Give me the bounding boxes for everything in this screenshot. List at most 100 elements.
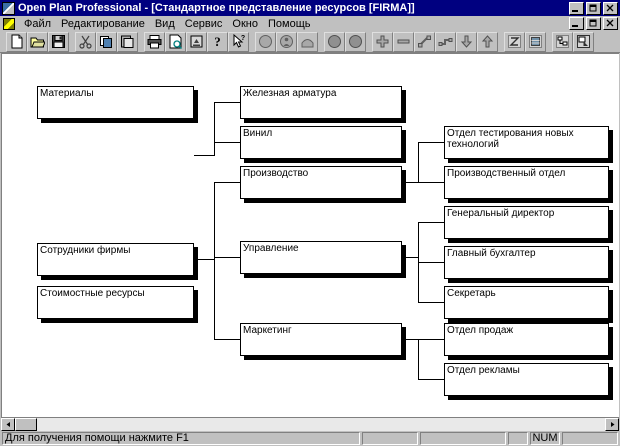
node-body: [444, 166, 609, 199]
new-document-icon[interactable]: [6, 31, 27, 52]
resource-shape-icon[interactable]: [297, 31, 318, 52]
toolbar: ? ?: [0, 31, 620, 53]
svg-text:?: ?: [241, 35, 245, 42]
menu-item-edit[interactable]: Редактирование: [61, 17, 145, 30]
menu-bar: Файл Редактирование Вид Сервис Окно Помо…: [0, 16, 620, 32]
add-plus-icon[interactable]: [372, 31, 393, 52]
connector-materialy-vinil: [214, 142, 240, 143]
move-up-icon[interactable]: [477, 31, 498, 52]
node-proizvodstvennyy-otdel[interactable]: Производственный отдел: [444, 166, 613, 203]
status-num-indicator: NUM: [530, 432, 560, 445]
node-marketing[interactable]: Маркетинг: [240, 323, 406, 360]
node-otdel-testirovaniya[interactable]: Отдел тестирования новых технологий: [444, 126, 613, 163]
close-button[interactable]: [603, 1, 618, 15]
node-sekretar[interactable]: Секретарь: [444, 286, 613, 323]
node-body: [240, 166, 402, 199]
child-close-button[interactable]: [603, 17, 618, 30]
link-icon[interactable]: [414, 31, 435, 52]
print-preview-icon[interactable]: [165, 31, 186, 52]
cut-scissors-icon[interactable]: [75, 31, 96, 52]
resource-person-icon[interactable]: [276, 31, 297, 52]
connector-sotrudniki-trunk: [214, 182, 215, 340]
node-otdel-prodazh[interactable]: Отдел продаж: [444, 323, 613, 360]
scrollbar-thumb[interactable]: [15, 418, 37, 431]
node-label: Отдел тестирования новых технологий: [447, 128, 574, 150]
org-chart: Материалы Сотрудники фирмы Стоимостные р…: [2, 54, 619, 417]
print-icon[interactable]: [144, 31, 165, 52]
connector-upravlenie-director: [418, 222, 444, 223]
node-generalnyy-direktor[interactable]: Генеральный директор: [444, 206, 613, 243]
filled-circle-icon[interactable]: [324, 31, 345, 52]
minimize-button[interactable]: [569, 1, 584, 15]
help-pointer-icon[interactable]: ?: [228, 31, 249, 52]
node-body: [240, 126, 402, 159]
status-panel-4: [562, 432, 618, 445]
menu-item-window[interactable]: Окно: [232, 17, 258, 30]
status-bar: Для получения помощи нажмите F1 NUM: [0, 431, 620, 446]
menu-item-file[interactable]: Файл: [24, 17, 52, 30]
layout-icon[interactable]: [552, 31, 573, 52]
paste-icon[interactable]: [117, 31, 138, 52]
resource-circle-icon[interactable]: [255, 31, 276, 52]
node-otdel-reklamy[interactable]: Отдел рекламы: [444, 363, 613, 400]
node-proizvodstvo[interactable]: Производство: [240, 166, 406, 203]
scroll-left-arrow-icon[interactable]: [1, 418, 15, 431]
diagram-canvas[interactable]: Материалы Сотрудники фирмы Стоимостные р…: [1, 53, 619, 417]
node-label: Материалы: [40, 88, 94, 99]
connector-sotrudniki-proizvodstvo: [214, 182, 240, 183]
zigzag-icon[interactable]: [504, 31, 525, 52]
connector-materialy-trunk: [214, 102, 215, 156]
horizontal-scrollbar[interactable]: [1, 417, 619, 431]
scrollbar-track[interactable]: [15, 418, 605, 431]
node-body: [444, 286, 609, 319]
filled-circle-2-icon[interactable]: [345, 31, 366, 52]
table-view-icon[interactable]: [525, 31, 546, 52]
step-icon[interactable]: [435, 31, 456, 52]
child-restore-button[interactable]: [586, 17, 601, 30]
connector-proizvodstvo-trunk: [418, 142, 419, 183]
title-bar[interactable]: Open Plan Professional - [Стандартное пр…: [0, 0, 620, 16]
connector-sotrudniki-upravlenie: [214, 257, 240, 258]
copy-icon[interactable]: [96, 31, 117, 52]
node-body: [240, 86, 402, 119]
zoom-box-icon[interactable]: [573, 31, 594, 52]
node-sotrudniki-firmy[interactable]: Сотрудники фирмы: [37, 243, 198, 280]
connector-marketing-prodazh: [418, 339, 444, 340]
window-title: Open Plan Professional - [Стандартное пр…: [18, 2, 415, 14]
sort-icon[interactable]: [186, 31, 207, 52]
menu-item-help[interactable]: Помощь: [267, 17, 311, 30]
mdi-document-icon[interactable]: [3, 17, 15, 30]
connector-marketing-reklamy: [418, 379, 444, 380]
app-window-icon: [2, 1, 15, 15]
node-body: [240, 241, 402, 274]
move-down-icon[interactable]: [456, 31, 477, 52]
menu-item-tools[interactable]: Сервис: [184, 17, 223, 30]
node-label: Отдел продаж: [447, 325, 514, 336]
restore-button[interactable]: [586, 1, 601, 15]
node-upravlenie[interactable]: Управление: [240, 241, 406, 278]
node-stoimostnye-resursy[interactable]: Стоимостные ресурсы: [37, 286, 198, 323]
node-body: [444, 206, 609, 239]
node-label: Управление: [243, 243, 299, 254]
open-folder-icon[interactable]: [27, 31, 48, 52]
remove-minus-icon[interactable]: [393, 31, 414, 52]
node-body: [37, 286, 194, 319]
child-minimize-button[interactable]: [569, 17, 584, 30]
node-zheleznaya-armatura[interactable]: Железная арматура: [240, 86, 406, 123]
status-panel-2: [420, 432, 506, 445]
scroll-right-arrow-icon[interactable]: [605, 418, 619, 431]
node-body: [444, 323, 609, 356]
node-body: [444, 246, 609, 279]
status-message: Для получения помощи нажмите F1: [2, 432, 360, 445]
node-materialy[interactable]: Материалы: [37, 86, 198, 123]
node-glavnyy-buhgalter[interactable]: Главный бухгалтер: [444, 246, 613, 283]
save-disk-icon[interactable]: [48, 31, 69, 52]
help-question-icon[interactable]: ?: [207, 31, 228, 52]
connector-sotrudniki-stub: [194, 259, 214, 260]
node-label: Производственный отдел: [447, 168, 566, 179]
menu-item-view[interactable]: Вид: [154, 17, 175, 30]
connector-proizvodstvo-otdel: [418, 182, 444, 183]
node-vinil[interactable]: Винил: [240, 126, 406, 163]
node-body: [37, 86, 194, 119]
